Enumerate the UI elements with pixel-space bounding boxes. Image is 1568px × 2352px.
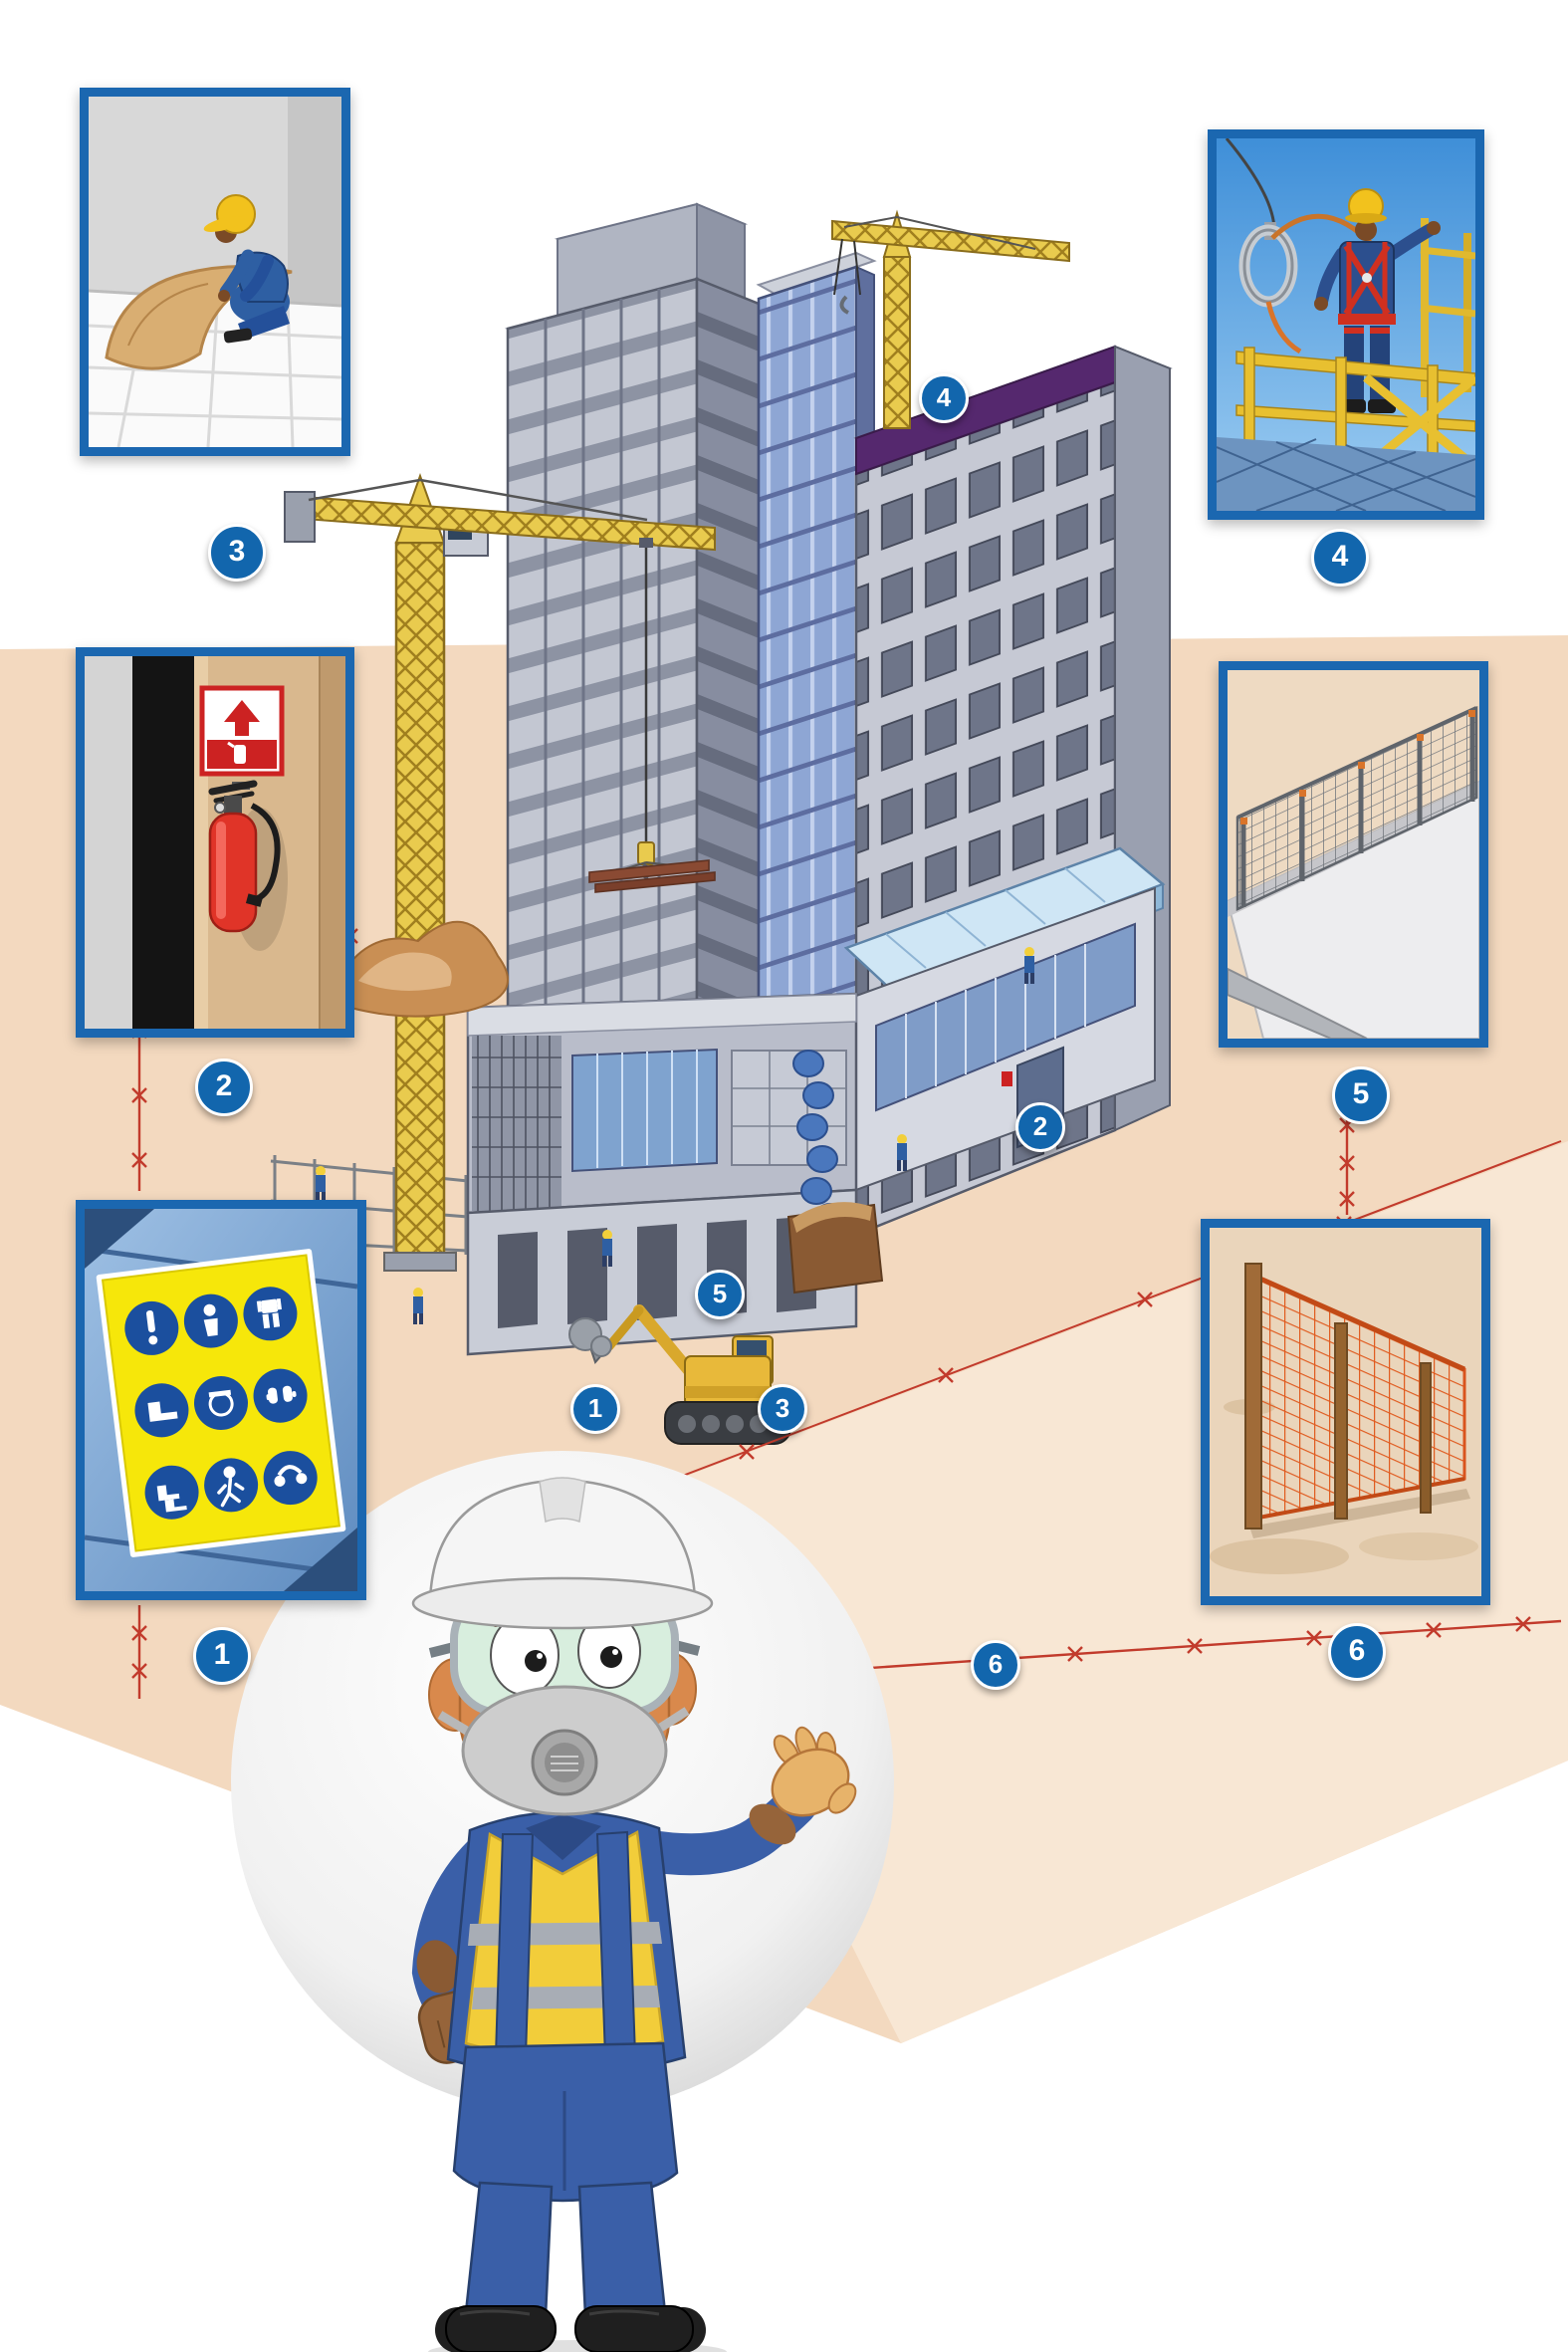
callout-badge-2-number: 2 [215, 1069, 233, 1102]
site-marker-6-number: 6 [988, 1648, 1004, 1679]
platform-grid-floor [1217, 437, 1475, 511]
callout-badge-4: 4 [1311, 529, 1369, 587]
site-marker-1-number: 1 [587, 1392, 603, 1423]
excavator [568, 1304, 791, 1445]
mascot-open-palm-glove [771, 1726, 857, 1817]
callout-badge-1-number: 1 [213, 1638, 231, 1671]
mascot-boots [435, 2305, 706, 2352]
site-marker-3: 3 [758, 1384, 807, 1434]
site-workers [316, 947, 1034, 1324]
callout-badge-4-number: 4 [1331, 540, 1349, 573]
fence-post [1420, 1362, 1432, 1514]
fence-post [1244, 1263, 1262, 1529]
callout-badge-6-number: 6 [1348, 1634, 1366, 1667]
harness-worker-illustration [1217, 138, 1475, 511]
ppe-sign-board-illustration [85, 1209, 357, 1591]
callout-panel-fire-extinguisher [76, 647, 354, 1038]
fire-extinguisher [208, 780, 281, 933]
safety-mascot [231, 1451, 894, 2352]
site-marker-5: 5 [695, 1270, 745, 1319]
mascot-hard-hat [411, 1477, 714, 1630]
coverall-icon [256, 1297, 282, 1329]
callout-panel-ppe-sign-board [76, 1200, 366, 1600]
callout-panel-barrier-fencing [1201, 1219, 1490, 1605]
callout-panel-worker-handling-materials [80, 88, 350, 456]
callout-badge-6: 6 [1328, 1623, 1386, 1681]
rubble-skip [786, 1202, 884, 1294]
site-marker-4-number: 4 [936, 381, 952, 412]
podium-scaffolding [472, 1036, 561, 1211]
mascot-respirator [437, 1685, 690, 1816]
crouching-worker [203, 194, 290, 344]
fire-extinguisher-illustration [85, 656, 345, 1029]
site-marker-2-number: 2 [1032, 1110, 1048, 1141]
gloves-icon [266, 1385, 297, 1404]
walking-person-icon [217, 1466, 245, 1508]
harnessed-worker [1270, 188, 1441, 413]
up-arrow-icon [224, 700, 260, 736]
worker-handling-materials-illustration [89, 97, 341, 447]
dirt-mounds [327, 920, 509, 1018]
site-marker-2: 2 [1015, 1102, 1065, 1152]
callout-badge-3-number: 3 [228, 535, 246, 568]
callout-badge-2: 2 [195, 1058, 253, 1116]
site-marker-1: 1 [570, 1384, 620, 1434]
exit-sign [1002, 1071, 1012, 1086]
face-shield-icon [208, 1389, 234, 1417]
callout-badge-1: 1 [193, 1627, 251, 1685]
extinguisher-location-sign [199, 685, 285, 777]
extinguisher-pictogram-icon [234, 745, 246, 764]
edge-protection-illustration [1228, 670, 1479, 1039]
callout-panel-edge-protection [1219, 661, 1488, 1048]
mandatory-ppe-sign [96, 1249, 346, 1557]
boots-pair-icon [156, 1485, 187, 1513]
site-marker-4: 4 [919, 373, 969, 423]
ear-protection-icon [274, 1465, 308, 1487]
fence-post [1334, 1322, 1348, 1520]
site-marker-3-number: 3 [775, 1392, 790, 1423]
callout-badge-5-number: 5 [1352, 1077, 1370, 1110]
harness-person-icon [203, 1303, 218, 1337]
callout-badge-3: 3 [208, 524, 266, 582]
orange-mesh-fence [1244, 1263, 1466, 1529]
tower-crane [284, 473, 716, 1272]
barrier-fencing-illustration [1210, 1228, 1481, 1596]
safety-boot-icon [147, 1401, 178, 1422]
callout-badge-5: 5 [1332, 1066, 1390, 1124]
warning-exclamation-icon [146, 1309, 155, 1332]
building-under-construction [466, 202, 1173, 1356]
site-marker-5-number: 5 [712, 1278, 728, 1308]
roof-crane [831, 209, 1070, 429]
callout-panel-harness-worker [1208, 129, 1484, 520]
mesh-guardrail [1235, 706, 1478, 911]
background-railing [1420, 218, 1475, 397]
site-marker-6: 6 [971, 1640, 1020, 1690]
